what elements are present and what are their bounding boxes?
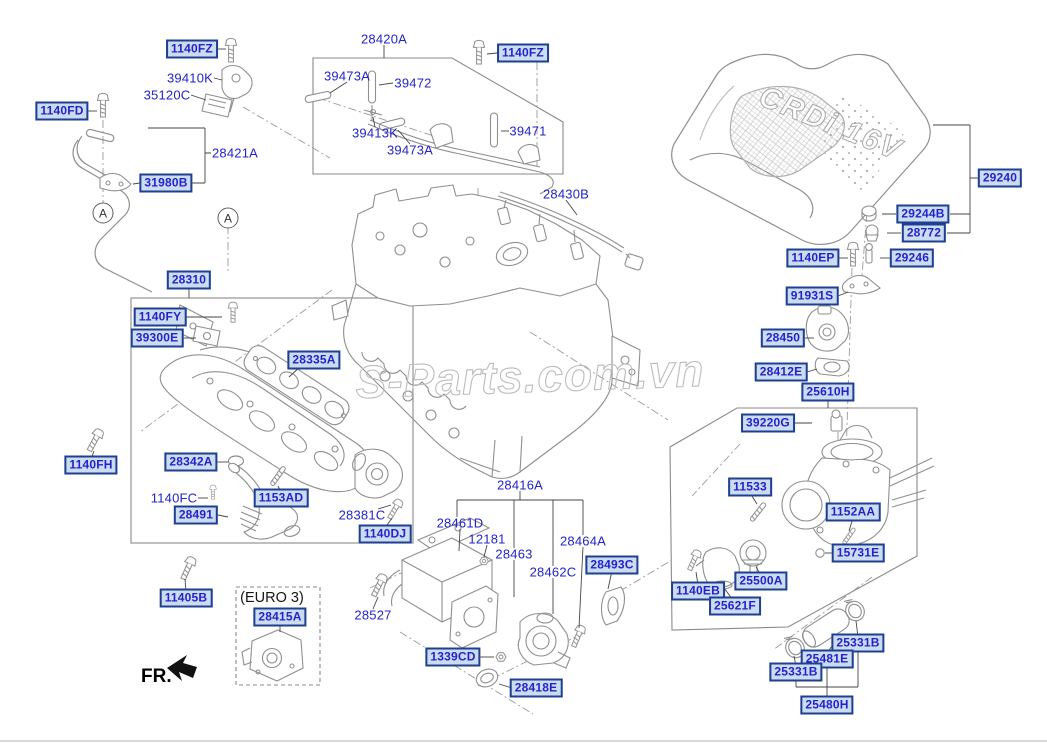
part-label-1140ep[interactable]: 1140EP [786, 248, 840, 268]
part-label-91931s[interactable]: 91931S [785, 286, 839, 306]
part-label-28462c[interactable]: 28462C [529, 564, 577, 580]
bottom-divider [0, 740, 1047, 742]
engine-block-sketch [331, 184, 641, 479]
sub-assembly-box-25610h [669, 407, 918, 631]
part-label-28491[interactable]: 28491 [173, 505, 219, 525]
part-sketch-91931s-bracket [841, 274, 881, 295]
part-sketch-35120c-sensor [201, 93, 233, 118]
part-label-28335a[interactable]: 28335A [287, 350, 341, 370]
part-label-39300e[interactable]: 39300E [130, 328, 184, 348]
part-label-39413k[interactable]: 39413K [351, 125, 399, 141]
part-label-39472[interactable]: 39472 [394, 75, 432, 91]
part-label-29246[interactable]: 29246 [889, 248, 935, 268]
part-label-28450[interactable]: 28450 [760, 328, 806, 348]
leader-lines [88, 45, 980, 699]
part-sketch-15731e-ball [815, 548, 825, 558]
part-label-28421a[interactable]: 28421A [211, 145, 259, 161]
part-label-28415a[interactable]: 28415A [253, 607, 307, 627]
part-label-39471[interactable]: 39471 [509, 123, 547, 139]
part-label-39473a-2[interactable]: 39473A [386, 142, 434, 158]
part-label-1140eb[interactable]: 1140EB [671, 581, 725, 601]
part-label-28416a[interactable]: 28416A [496, 477, 544, 493]
part-label-25480h[interactable]: 25480H [800, 695, 854, 715]
sub-assembly-box-28420a [312, 57, 564, 175]
part-sketch-28430b-harness [497, 191, 644, 271]
part-label-15731e[interactable]: 15731E [831, 543, 885, 563]
part-sketch-egr-cooler [383, 517, 499, 649]
part-label-39220g[interactable]: 39220G [741, 413, 795, 433]
sub-assembly-box-euro3 [235, 586, 321, 686]
part-sketch-28493c-gasket [600, 586, 626, 626]
part-label-28493c[interactable]: 28493C [585, 555, 639, 575]
part-label-39473a-1[interactable]: 39473A [323, 68, 371, 84]
part-label-28461d[interactable]: 28461D [436, 515, 484, 531]
part-sketch-28381c-valve [352, 448, 403, 499]
part-label-1140fd[interactable]: 1140FD [35, 101, 89, 121]
part-label-25331b-1[interactable]: 25331B [831, 633, 885, 653]
part-label-1140fy[interactable]: 1140FY [133, 307, 187, 327]
part-label-28420a[interactable]: 28420A [360, 31, 408, 47]
part-label-39410k[interactable]: 39410K [166, 70, 214, 86]
part-label-25331b-2[interactable]: 25331B [769, 662, 823, 682]
part-label-12181[interactable]: 12181 [468, 531, 506, 547]
part-label-11533[interactable]: 11533 [728, 477, 772, 497]
part-label-28463[interactable]: 28463 [495, 546, 533, 562]
part-label-31980b[interactable]: 31980B [139, 173, 193, 193]
part-label-1152aa[interactable]: 1152AA [825, 502, 881, 522]
part-sketch-28450-egr-valve [805, 305, 850, 352]
part-label-28464a[interactable]: 28464A [559, 533, 607, 549]
part-label-1140dj[interactable]: 1140DJ [358, 524, 412, 544]
part-label-28772[interactable]: 28772 [901, 223, 947, 243]
part-label-25610h[interactable]: 25610H [801, 382, 855, 402]
part-sketch-fuel-pipes [304, 70, 554, 195]
sub-assembly-box-28310 [130, 297, 414, 544]
part-label-35120c[interactable]: 35120C [143, 87, 191, 103]
part-sketch-28412e-gasket [814, 357, 850, 377]
watermark-text: S-Parts.com.vn [355, 344, 706, 408]
part-label-1153ad[interactable]: 1153AD [253, 488, 309, 508]
part-sketch-thermostat-housing [781, 424, 935, 547]
part-sketch-25500a-thermostat [739, 539, 767, 575]
part-sketch-39300e-sensor [192, 325, 221, 347]
part-label-1140fz-1[interactable]: 1140FZ [166, 39, 218, 59]
part-sketch-28418e-gasket [475, 668, 499, 688]
part-label-28527[interactable]: 28527 [354, 607, 392, 623]
part-sketch-31980b-bracket [99, 172, 132, 192]
part-sketch-cover-mounts [861, 205, 879, 264]
part-sketch-39410k-sensor [221, 64, 253, 113]
part-label-11405b[interactable]: 11405B [159, 588, 213, 608]
part-label-1140fc[interactable]: 1140FC [150, 490, 198, 506]
part-label-25621f[interactable]: 25621F [709, 596, 761, 616]
part-label-1140fz-2[interactable]: 1140FZ [497, 43, 549, 63]
part-label-29244b[interactable]: 29244B [896, 204, 950, 224]
part-sketch-28415a-euro3 [241, 629, 304, 682]
part-label-28430b[interactable]: 28430B [542, 186, 590, 202]
part-label-28381c[interactable]: 28381C [338, 507, 386, 523]
part-label-28310[interactable]: 28310 [166, 270, 212, 290]
part-label-29240[interactable]: 29240 [977, 168, 1023, 188]
part-label-25500a[interactable]: 25500A [734, 571, 788, 591]
fr-direction-arrow [167, 655, 197, 681]
part-label-1140fh[interactable]: 1140FH [64, 455, 118, 475]
part-sketch-28462c-egr-valve [517, 612, 571, 669]
part-sketch-39220g-sensor [830, 409, 843, 432]
engine-cover-sketch [671, 53, 931, 246]
part-sketch-28421a-pipe [72, 128, 153, 293]
part-sketch-28335a-gasket [243, 345, 350, 426]
part-label-28418e[interactable]: 28418E [509, 678, 563, 698]
part-label-1339cd[interactable]: 1339CD [425, 647, 481, 667]
part-label-28342a[interactable]: 28342A [164, 452, 218, 472]
part-label-28412e[interactable]: 28412E [754, 362, 808, 382]
